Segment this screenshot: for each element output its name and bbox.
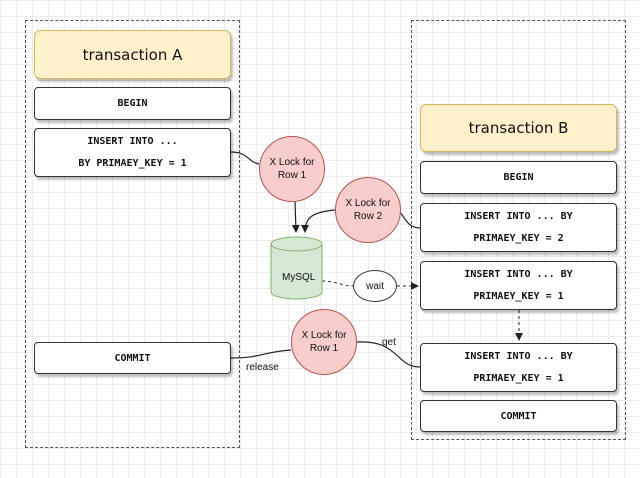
transaction-a-commit: COMMIT [34, 342, 231, 374]
mysql-label: MySQL [282, 272, 316, 283]
transaction-b-commit: COMMIT [420, 400, 617, 432]
edge-lock-row1-to-insert-b3 [356, 341, 421, 368]
edge-insert-a-to-lock-row1 [230, 151, 260, 165]
transaction-b-insert-3: INSERT INTO ... BY PRIMAEY_KEY = 1 [420, 343, 617, 392]
transaction-a-begin: BEGIN [34, 87, 231, 120]
edge-lock-row1-to-mysql [291, 200, 300, 233]
edge-insert-b1-to-lock-row2 [399, 211, 421, 229]
edge-lock-row2-to-mysql [301, 209, 336, 233]
lock-row2-line1: X Lock for [345, 198, 391, 209]
lock-row1-top: X Lock for Row 1 [259, 136, 325, 202]
get-label: get [382, 337, 396, 348]
transaction-b-insert-1-line1: INSERT INTO ... BY [464, 211, 573, 222]
transaction-b-insert-2: INSERT INTO ... BY PRIMAEY_KEY = 1 [420, 261, 617, 310]
lock-row1-top-line2: Row 1 [277, 170, 307, 181]
transaction-b-insert-1: INSERT INTO ... BY PRIMAEY_KEY = 2 [420, 203, 617, 252]
transaction-b-title: transaction B [420, 104, 617, 152]
transaction-a-title: transaction A [34, 30, 231, 79]
lock-row1-bottom-line1: X Lock for [301, 330, 347, 341]
lock-row1-top-line1: X Lock for [269, 157, 315, 168]
transaction-a-insert-line1: INSERT INTO ... [87, 136, 178, 147]
wait-node: wait [353, 270, 397, 302]
transaction-b-insert-3-line2: PRIMAEY_KEY = 1 [473, 373, 564, 384]
lock-row1-bottom: X Lock for Row 1 [291, 309, 357, 375]
lock-row1-bottom-line2: Row 1 [309, 343, 339, 354]
lock-row2: X Lock for Row 2 [335, 177, 401, 243]
transaction-b-insert-2-line2: PRIMAEY_KEY = 1 [473, 291, 564, 302]
transaction-b-lane [411, 20, 626, 440]
edge-mysql-to-wait [321, 280, 354, 287]
transaction-a-insert: INSERT INTO ... BY PRIMAEY_KEY = 1 [34, 128, 231, 177]
release-label: release [246, 362, 279, 373]
transaction-b-begin: BEGIN [420, 161, 617, 194]
transaction-b-insert-1-line2: PRIMAEY_KEY = 2 [473, 233, 564, 244]
transaction-b-insert-3-line1: INSERT INTO ... BY [464, 351, 573, 362]
edge-commit-a-to-lock-row1 [230, 349, 292, 359]
mysql-database-icon [270, 236, 323, 300]
transaction-a-lane [25, 20, 240, 448]
transaction-b-insert-2-line1: INSERT INTO ... BY [464, 269, 573, 280]
transaction-a-insert-line2: BY PRIMAEY_KEY = 1 [78, 158, 187, 169]
lock-row2-line2: Row 2 [353, 211, 383, 222]
